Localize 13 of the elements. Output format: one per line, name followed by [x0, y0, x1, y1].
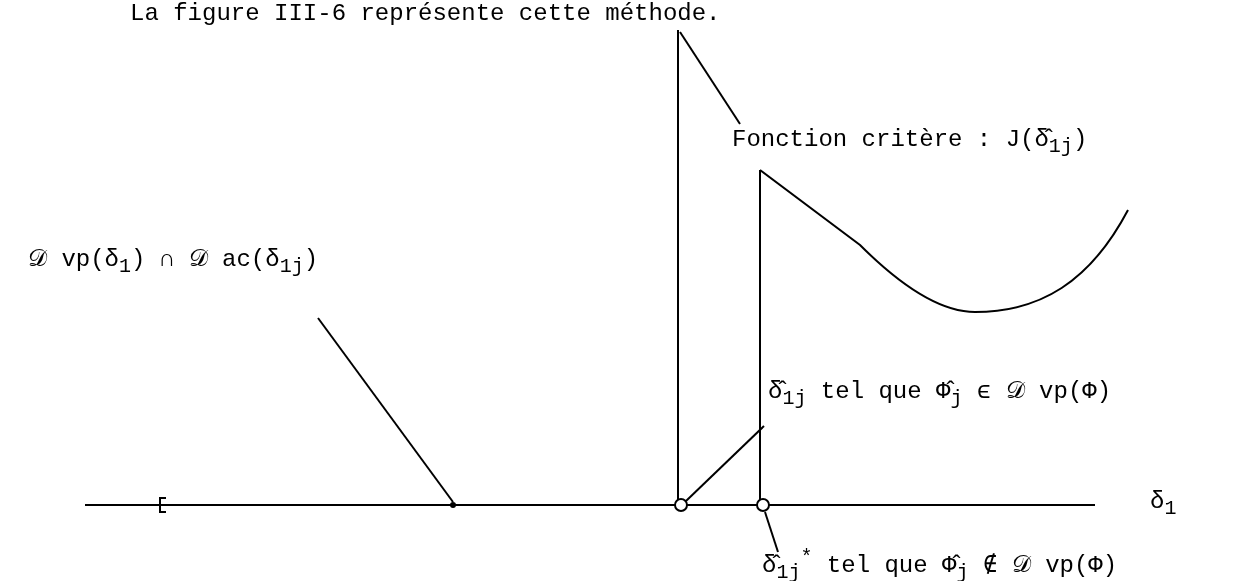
- leader-line: [764, 511, 779, 553]
- leader-line: [679, 31, 741, 125]
- leader-line: [317, 317, 454, 503]
- marked-point: [756, 498, 770, 512]
- axis-label: δ$_{1}$: [1150, 488, 1177, 522]
- leader-line: [685, 425, 765, 502]
- point-label: δ̂$_{1j}$ tel que Φ̂$_{j}$ ϵ 𝒟 vp(Φ): [768, 378, 1112, 413]
- axis-point: [450, 502, 456, 508]
- interval-label: 𝒟 vp(δ$_{1}$) ∩ 𝒟 ac(δ$_{1j}$): [28, 246, 319, 281]
- caption-text: La figure III-6 représente cette méthode.: [130, 0, 721, 28]
- marked-point: [674, 498, 688, 512]
- point-label: δ̂$_{1j}$$^{*}$ tel que Φ̂$_{j}$ ∉ 𝒟 vp(Φ): [762, 544, 1118, 581]
- curve-label: Fonction critère : J(δ̂$_{1j}$): [732, 126, 1088, 161]
